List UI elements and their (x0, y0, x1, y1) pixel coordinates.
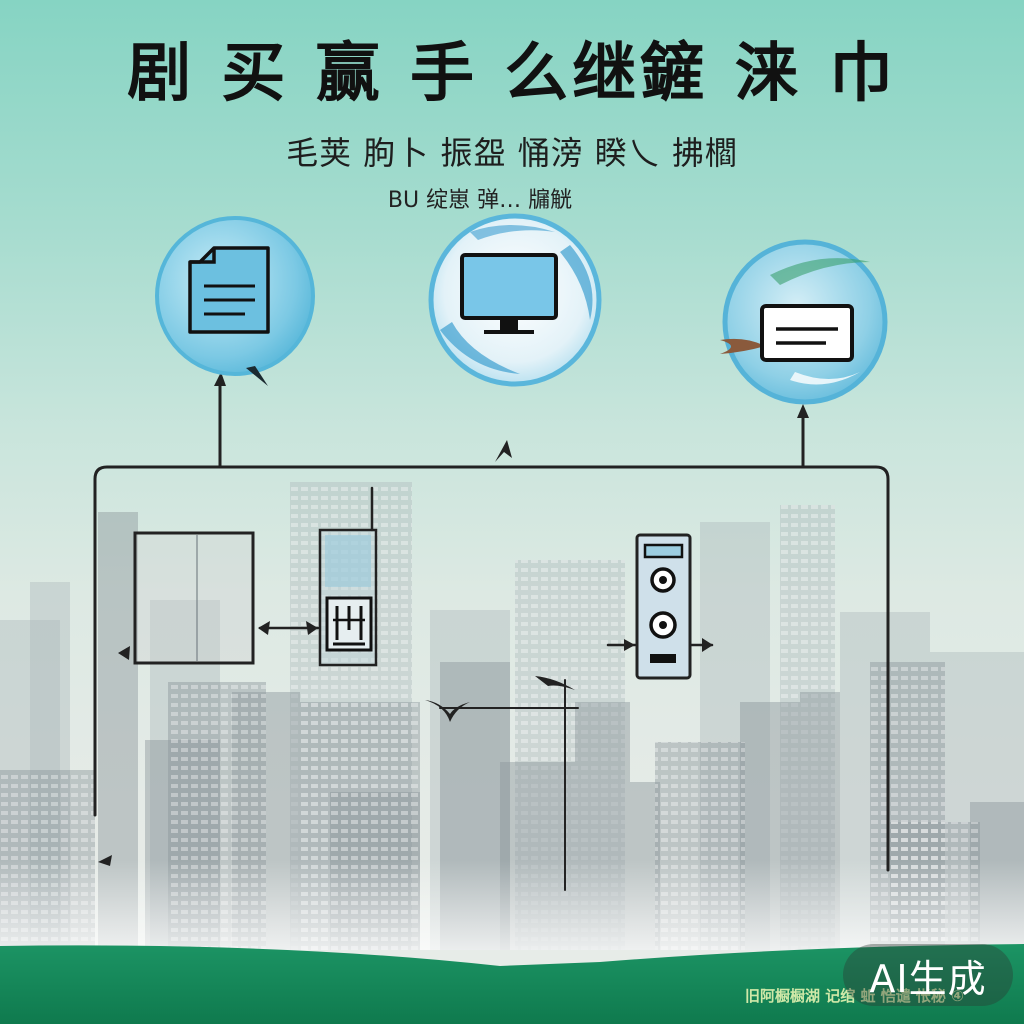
footer-text: 旧阿橱橱湖 记绾 蚯 悎谴 怅秘 ④ (745, 987, 964, 1005)
bird-mark-2 (535, 676, 575, 690)
arrowheads (98, 372, 809, 866)
circle-message-card (720, 239, 888, 405)
arrowhead-right-in (624, 639, 635, 651)
arrowhead-center (495, 440, 512, 462)
document-icon (188, 246, 270, 334)
arrowhead-up-right (797, 404, 809, 418)
arrowhead-right-out (702, 638, 713, 652)
frame-connector (93, 465, 890, 872)
arrowhead-box-link-end (306, 621, 318, 635)
ai-generated-badge: AI生成 (843, 944, 1013, 1006)
ground-haze (0, 860, 1024, 950)
monitor-icon (460, 253, 558, 334)
speaker-icon (643, 543, 684, 663)
page-title: 剧 买 赢 手 么继鏟 涞 巾 (127, 37, 897, 111)
arrowhead-left-side (118, 646, 130, 660)
server-box (318, 528, 378, 667)
arrowhead-up-left (214, 372, 226, 386)
speaker-box (635, 533, 692, 680)
ai-generated-badge-label: AI生成 (869, 956, 987, 1001)
server-icon (325, 596, 373, 652)
arrowhead-box-link (258, 621, 270, 635)
circle-monitor (428, 213, 602, 387)
message-card-icon (760, 304, 854, 362)
footer-green-band (0, 944, 1024, 1024)
arrowhead-left-bottom (98, 855, 112, 866)
subtitle: 毛荚 朐卜 振盌 悀滂 睽乀 拂櫩 (286, 134, 738, 172)
circle-document (155, 216, 315, 386)
tagline: BU 绽崽 弹… 牖觥 (387, 188, 573, 213)
panel-box-left (133, 531, 255, 665)
